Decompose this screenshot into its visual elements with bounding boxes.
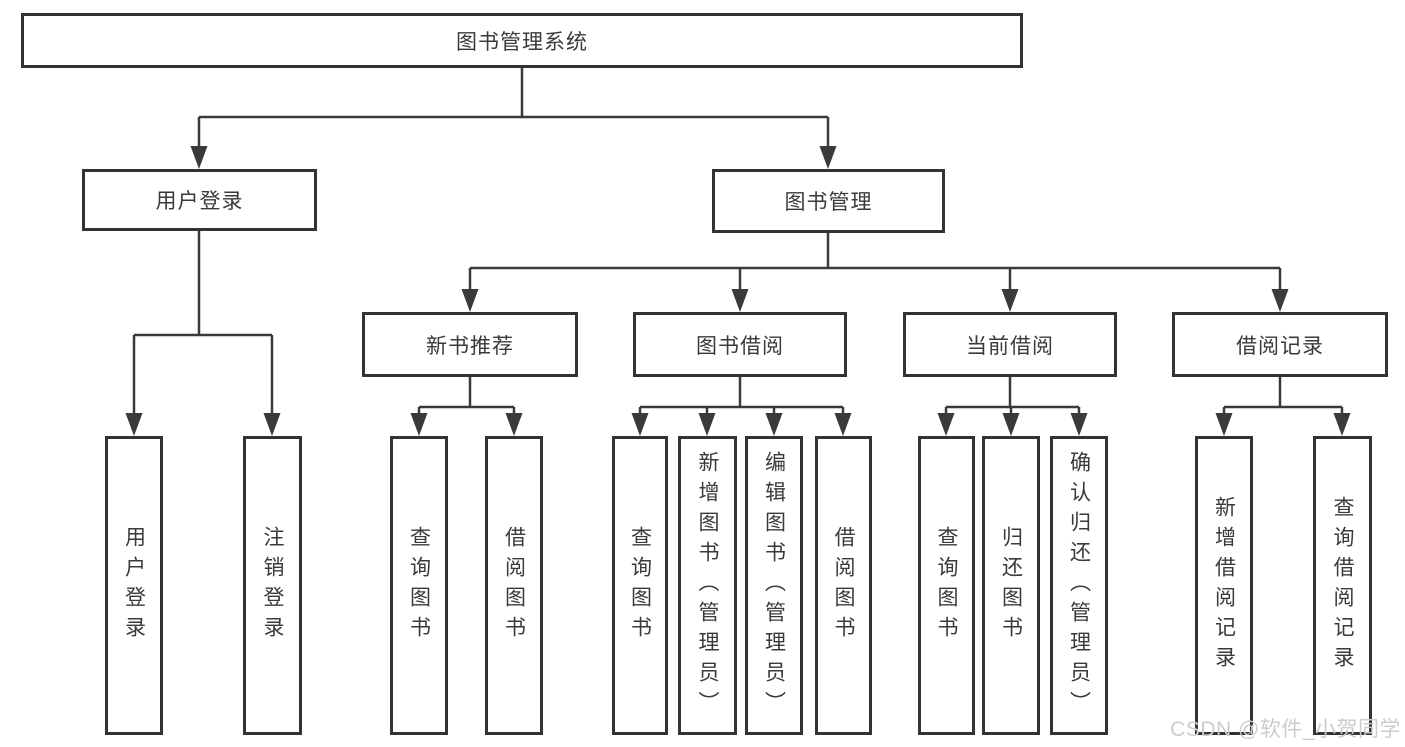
node-label: 用户登录 (155, 190, 244, 213)
leaf-return-books: 归还图书 (982, 436, 1040, 735)
csdn-watermark: CSDN @软件_小贺同学 (1170, 718, 1401, 741)
leaf-query-books-current: 查询图书 (918, 436, 975, 735)
node-current-borrowing: 当前借阅 (903, 312, 1117, 377)
leaf-user-login: 用户登录 (105, 436, 163, 735)
node-label: 用户登录 (122, 525, 146, 646)
node-label: 图书管理 (784, 191, 873, 214)
node-label: 新书推荐 (426, 334, 514, 358)
leaf-add-borrow-record: 新增借阅记录 (1195, 436, 1253, 735)
node-user-login: 用户登录 (82, 169, 317, 231)
leaf-borrow-books-recommend: 借阅图书 (485, 436, 543, 735)
node-label: 借阅图书 (502, 525, 526, 646)
node-label: 查询借阅记录 (1331, 495, 1354, 676)
node-label: 归还图书 (999, 525, 1023, 646)
node-label: 当前借阅 (966, 334, 1054, 358)
leaf-confirm-return-admin: 确认归还（管理员） (1050, 436, 1108, 735)
node-label: 确认归还（管理员） (1067, 450, 1091, 721)
node-label: 编辑图书（管理员） (762, 450, 786, 721)
leaf-logout: 注销登录 (243, 436, 302, 735)
node-label: 注销登录 (261, 525, 284, 646)
leaf-borrow-books: 借阅图书 (815, 436, 872, 735)
node-new-book-recommendation: 新书推荐 (362, 312, 578, 377)
leaf-query-books-recommend: 查询图书 (390, 436, 448, 735)
leaf-query-books-borrowing: 查询图书 (612, 436, 668, 735)
leaf-query-borrow-record: 查询借阅记录 (1313, 436, 1372, 735)
node-label: 查询图书 (935, 525, 958, 646)
node-label: 查询图书 (628, 525, 652, 646)
node-book-borrowing: 图书借阅 (633, 312, 847, 377)
node-label: 查询图书 (407, 525, 431, 646)
node-label: 新增借阅记录 (1212, 495, 1236, 676)
node-label: 借阅记录 (1236, 334, 1324, 358)
node-label: 图书借阅 (696, 334, 784, 358)
node-borrowing-records: 借阅记录 (1172, 312, 1388, 377)
node-label: 新增图书（管理员） (696, 450, 719, 721)
node-label: 图书管理系统 (456, 30, 588, 54)
node-label: 借阅图书 (832, 525, 855, 646)
node-book-management: 图书管理 (712, 169, 945, 233)
leaf-add-books-admin: 新增图书（管理员） (678, 436, 737, 735)
leaf-edit-books-admin: 编辑图书（管理员） (745, 436, 803, 735)
node-root-library-management-system: 图书管理系统 (21, 13, 1023, 68)
